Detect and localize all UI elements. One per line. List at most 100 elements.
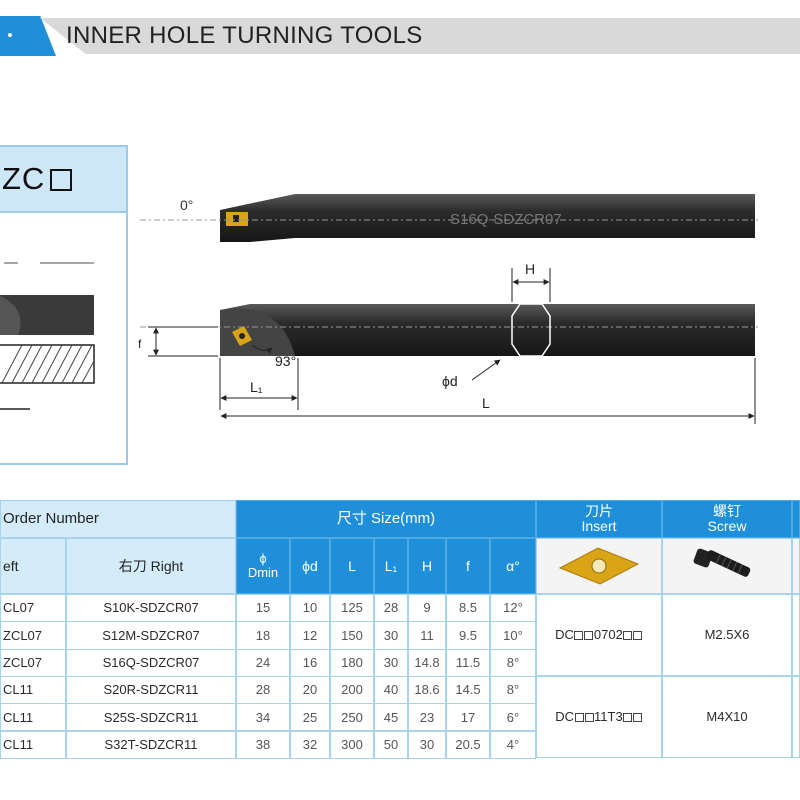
cell-l1: 30 — [374, 648, 408, 677]
f-header: f — [446, 538, 490, 594]
cell-right: S25S-SDZCR11 — [66, 703, 236, 732]
extra-header — [792, 500, 800, 538]
cell-d: 20 — [290, 675, 330, 705]
cell-f: 20.5 — [446, 730, 490, 759]
dim-l-label: L — [482, 395, 490, 411]
insert-code-size: 11T3 — [594, 709, 623, 725]
dim-h-label: H — [525, 261, 535, 277]
screw-icon — [693, 548, 751, 577]
cell-dmin: 28 — [236, 675, 290, 705]
tool-drawing: S16Q-SDZCR07 0° H f 93° L₁ — [130, 180, 770, 440]
screw-header: 螺钉 Screw — [662, 500, 792, 538]
cell-h: 23 — [408, 703, 446, 732]
cell-a: 10° — [490, 621, 536, 650]
blank-square-icon — [574, 712, 584, 722]
d-header: ϕd — [290, 538, 330, 594]
blank-square-icon — [623, 712, 633, 722]
cell-a: 8° — [490, 675, 536, 705]
cell-dmin: 18 — [236, 621, 290, 650]
extra-image-cell — [792, 538, 800, 594]
cell-left: ZCL07 — [0, 621, 66, 650]
dim-l1-label: L₁ — [250, 379, 263, 395]
alpha-header: α° — [490, 538, 536, 594]
screw-header-cn: 螺钉 — [713, 503, 741, 520]
cell-l: 150 — [330, 621, 374, 650]
header-banner: INNER HOLE TURNING TOOLS — [0, 16, 800, 56]
cell-d: 10 — [290, 594, 330, 623]
tool-marking: S16Q-SDZCR07 — [450, 211, 562, 228]
cell-dmin: 15 — [236, 594, 290, 623]
cell-f: 17 — [446, 703, 490, 732]
cell-f: 9.5 — [446, 621, 490, 650]
model-code: ZC — [2, 161, 46, 196]
extra-group-2 — [792, 676, 800, 758]
cell-h: 14.8 — [408, 648, 446, 677]
size-header: 尺寸 Size(mm) — [236, 500, 536, 538]
model-square-icon — [50, 169, 72, 191]
cell-right: S12M-SDZCR07 — [66, 621, 236, 650]
dim-f-label: f — [138, 337, 142, 351]
screw-code-group-1: M2.5X6 — [662, 594, 792, 676]
cell-right: S10K-SDZCR07 — [66, 594, 236, 623]
blank-square-icon — [623, 630, 633, 640]
cell-d: 32 — [290, 730, 330, 759]
cell-f: 11.5 — [446, 648, 490, 677]
cell-dmin: 38 — [236, 730, 290, 759]
cell-l: 125 — [330, 594, 374, 623]
screw-image-cell — [662, 538, 792, 594]
l-header: L — [330, 538, 374, 594]
page-title: INNER HOLE TURNING TOOLS — [66, 22, 423, 49]
tool-side-view — [140, 303, 758, 357]
insert-header-en: Insert — [581, 518, 617, 534]
cell-l1: 50 — [374, 730, 408, 759]
spec-table: Order Number 尺寸 Size(mm) 刀片 Insert 螺钉 Sc… — [0, 500, 800, 760]
extra-group-1 — [792, 594, 800, 676]
cell-a: 4° — [490, 730, 536, 759]
insert-code-size: 0702 — [593, 627, 623, 643]
cell-l1: 40 — [374, 675, 408, 705]
screw-code-group-2: M4X10 — [662, 676, 792, 758]
model-diagram — [0, 213, 126, 463]
cell-h: 9 — [408, 594, 446, 623]
insert-code-prefix: DC — [555, 627, 574, 643]
insert-icon — [558, 547, 640, 585]
cell-h: 11 — [408, 621, 446, 650]
insert-image-cell — [536, 538, 662, 594]
cell-h: 18.6 — [408, 675, 446, 705]
blank-square-icon — [584, 630, 594, 640]
cell-left: CL11 — [0, 675, 66, 705]
cell-a: 12° — [490, 594, 536, 623]
left-header: eft — [0, 538, 66, 594]
cell-l1: 28 — [374, 594, 408, 623]
model-box: ZC — [0, 145, 128, 465]
dim-d-label: ϕd — [442, 373, 458, 389]
cell-l: 200 — [330, 675, 374, 705]
cell-dmin: 34 — [236, 703, 290, 732]
cell-l1: 45 — [374, 703, 408, 732]
order-number-header: Order Number — [0, 500, 236, 538]
cell-l: 250 — [330, 703, 374, 732]
angle-93-label: 93° — [275, 353, 296, 369]
dmin-label: Dmin — [247, 565, 279, 580]
cell-l: 300 — [330, 730, 374, 759]
cell-l1: 30 — [374, 621, 408, 650]
model-header: ZC — [0, 147, 126, 213]
dmin-header: ϕ Dmin — [236, 538, 290, 594]
angle-zero-label: 0° — [180, 197, 193, 213]
banner-dot — [8, 33, 12, 37]
cell-left: CL11 — [0, 730, 66, 759]
cell-f: 14.5 — [446, 675, 490, 705]
cell-l: 180 — [330, 648, 374, 677]
cell-f: 8.5 — [446, 594, 490, 623]
cell-a: 6° — [490, 703, 536, 732]
screw-header-en: Screw — [707, 518, 747, 534]
insert-code-group-1: DC 0702 — [536, 594, 662, 676]
blank-square-icon — [633, 630, 643, 640]
insert-header-cn: 刀片 — [585, 503, 613, 520]
blank-square-icon — [584, 712, 594, 722]
cell-d: 16 — [290, 648, 330, 677]
cell-d: 12 — [290, 621, 330, 650]
cell-left: CL11 — [0, 703, 66, 732]
insert-code-group-2: DC 11T3 — [536, 676, 662, 758]
cell-d: 25 — [290, 703, 330, 732]
